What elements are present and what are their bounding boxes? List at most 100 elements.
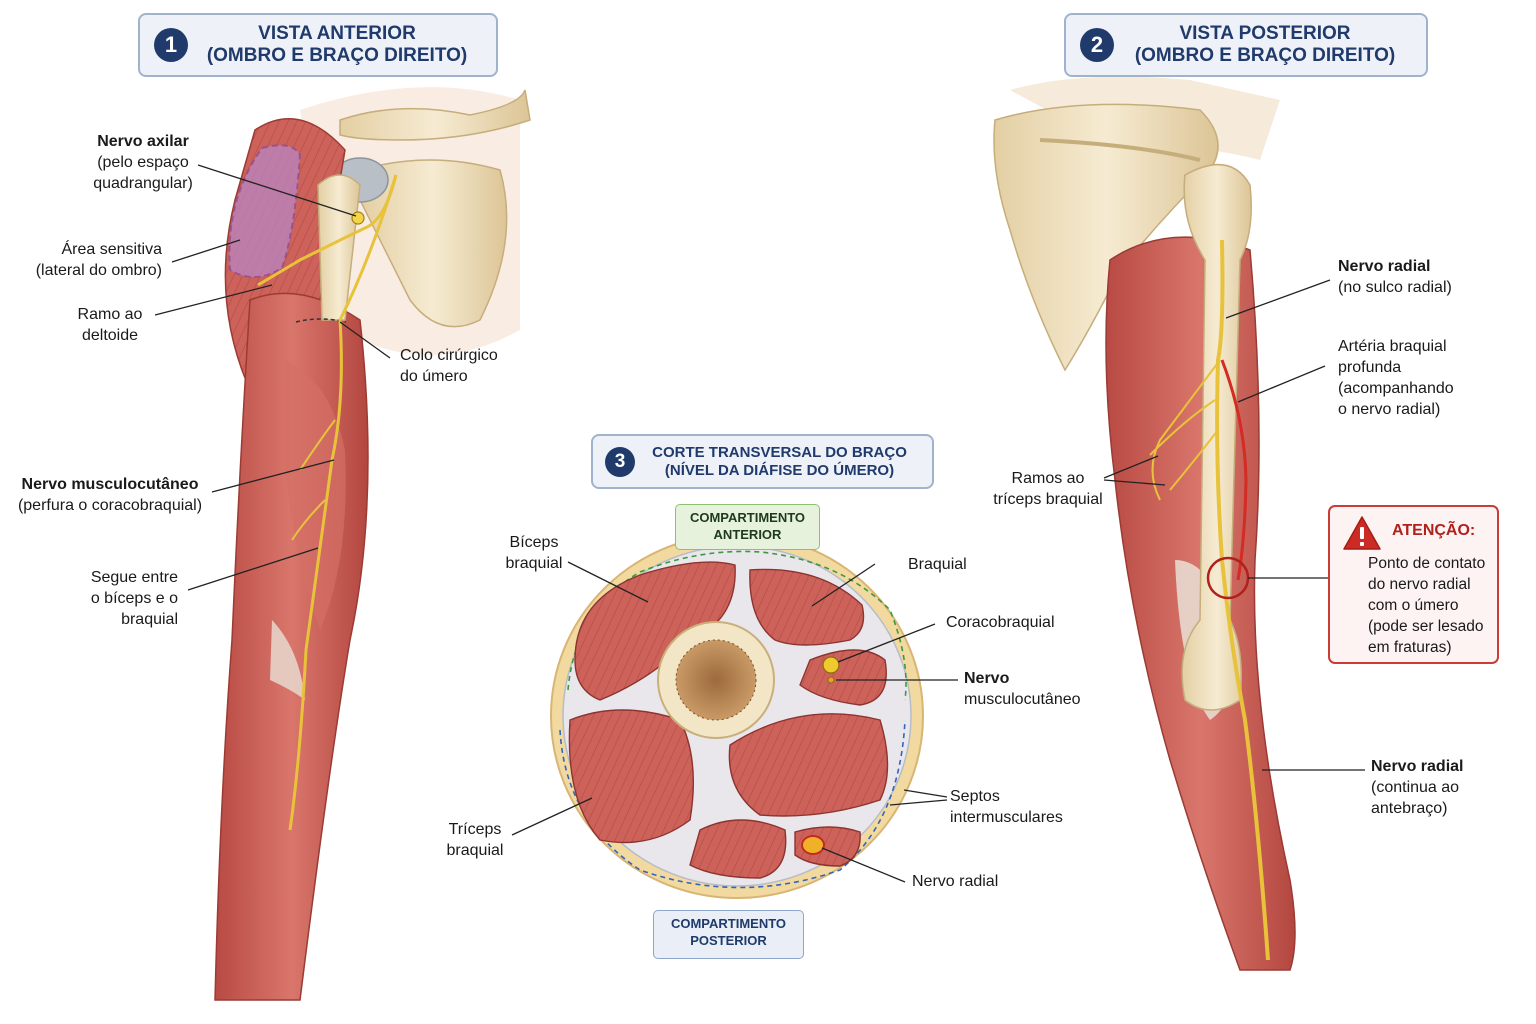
radial-nerve-path xyxy=(1215,239,1270,961)
between-line3: braquial xyxy=(121,611,178,628)
label-triceps: Tríceps braquial xyxy=(440,819,510,861)
anterior-leader-lines xyxy=(154,164,391,591)
attention-line2: do nervo radial xyxy=(1368,576,1471,593)
posterior-title-line1: VISTA POSTERIOR xyxy=(1179,23,1351,45)
section-title-line2: (NÍVEL DA DIÁFISE DO ÚMERO) xyxy=(664,461,895,479)
panel-number-1: 1 xyxy=(154,28,188,62)
sensory-area-line1: Área sensitiva xyxy=(61,241,163,258)
posterior-title-line2: (OMBRO E BRAÇO DIREITO) xyxy=(1134,45,1396,66)
posterior-leader-lines xyxy=(1103,279,1365,771)
sensory-area-line2: (lateral do ombro) xyxy=(35,262,162,279)
anterior-title-line1: VISTA ANTERIOR xyxy=(258,23,416,45)
musculocutaneous-line2: (perfura o coracobraquial) xyxy=(17,497,203,514)
label-biceps: Bíceps braquial xyxy=(498,532,570,574)
attention-line3: com o úmero xyxy=(1368,597,1459,614)
section-radial-nerve-dot xyxy=(801,835,825,855)
label-coracobrachialis: Coracobraquial xyxy=(946,614,1055,631)
biceps-line2: braquial xyxy=(505,555,563,572)
label-deep-brachial-artery: Artéria braquial profunda (acompanhando … xyxy=(1338,336,1488,420)
musculocutaneous-title: Nervo musculocutâneo xyxy=(21,476,199,493)
posterior-arm-drawing xyxy=(993,76,1296,971)
deltoid-branch-line1: Ramo ao xyxy=(77,306,143,323)
axillary-nerve-path xyxy=(257,174,398,287)
posterior-view-title: 2 VISTA POSTERIOR (OMBRO E BRAÇO DIREITO… xyxy=(1064,13,1428,77)
septa-line1: Septos xyxy=(950,788,1000,805)
section-musculocutaneous-dot xyxy=(822,656,840,674)
anterior-compartment-tag: COMPARTIMENTO ANTERIOR xyxy=(675,504,820,550)
anterior-arm-drawing xyxy=(214,87,531,1001)
section-brachialis-shape xyxy=(749,568,865,646)
clavicle-shape xyxy=(339,89,531,141)
anterior-title-line2: (OMBRO E BRAÇO DIREITO) xyxy=(206,45,468,66)
label-section-radial-nerve: Nervo radial xyxy=(912,873,999,890)
section-view-title: 3 CORTE TRANSVERSAL DO BRAÇO (NÍVEL DA D… xyxy=(591,434,934,489)
radial-nerve-forearm-line3: antebraço) xyxy=(1371,800,1448,817)
label-surgical-neck: Colo cirúrgico do úmero xyxy=(400,345,530,387)
label-septa: Septos intermusculares xyxy=(950,786,1080,828)
attention-line1: Ponto de contato xyxy=(1368,555,1486,572)
panel-number-2: 2 xyxy=(1080,28,1114,62)
axillary-nerve-line3: quadrangular) xyxy=(93,175,193,192)
triceps-branches-path xyxy=(1149,359,1221,501)
label-radial-nerve-groove: Nervo radial (no sulco radial) xyxy=(1338,256,1488,298)
anterior-compartment-line1: COMPARTIMENTO xyxy=(689,510,806,525)
musculocutaneous-nerve-path xyxy=(288,174,398,831)
septa-line2: intermusculares xyxy=(950,809,1063,826)
radial-nerve-title: Nervo radial xyxy=(1338,258,1431,275)
triceps-branches-line1: Ramos ao xyxy=(1011,470,1085,487)
radial-nerve-forearm-line2: (continua ao xyxy=(1371,779,1460,796)
artery-line2: profunda xyxy=(1338,359,1402,376)
posterior-compartment-tag: COMPARTIMENTO POSTERIOR xyxy=(653,910,804,959)
axillary-nerve-line2: (pelo espaço xyxy=(97,154,189,171)
label-section-musculocutaneous: Nervo musculocutâneo xyxy=(964,668,1094,710)
artery-line3: (acompanhando xyxy=(1338,380,1454,397)
section-triceps-shape xyxy=(568,709,695,844)
sensory-area-shape xyxy=(228,144,302,278)
label-sensory-area: Área sensitiva (lateral do ombro) xyxy=(15,239,162,281)
scapula-shape xyxy=(359,159,508,328)
posterior-compartment-line1: COMPARTIMENTO xyxy=(670,916,787,931)
section-leader-lines xyxy=(511,561,958,883)
label-brachialis: Braquial xyxy=(908,556,967,573)
label-triceps-branches: Ramos ao tríceps braquial xyxy=(986,468,1110,510)
triceps-line1: Tríceps xyxy=(448,821,502,838)
artery-line1: Artéria braquial xyxy=(1338,338,1447,355)
label-axillary-nerve: Nervo axilar (pelo espaço quadrangular) xyxy=(76,131,210,194)
deep-brachial-artery-path xyxy=(1220,359,1248,581)
deltoid-branch-line2: deltoide xyxy=(81,327,139,344)
surgical-neck-line2: do úmero xyxy=(400,368,468,385)
anterior-view-title: 1 VISTA ANTERIOR (OMBRO E BRAÇO DIREITO) xyxy=(138,13,498,77)
section-coracobrachialis-shape xyxy=(799,649,887,706)
triceps-line2: braquial xyxy=(446,842,504,859)
label-deltoid-branch: Ramo ao deltoide xyxy=(62,304,158,346)
section-marrow-shape xyxy=(676,640,756,720)
surgical-neck-line1: Colo cirúrgico xyxy=(400,347,498,364)
attention-line4: (pode ser lesado xyxy=(1368,618,1484,635)
between-line1: Segue entre xyxy=(90,569,178,586)
section-musculocutaneous-line2: musculocutâneo xyxy=(964,691,1081,708)
triceps-branches-line2: tríceps braquial xyxy=(993,491,1103,508)
label-between-muscles: Segue entre o bíceps e o braquial xyxy=(58,567,178,630)
anterior-compartment-line2: ANTERIOR xyxy=(713,527,782,542)
between-line2: o bíceps e o xyxy=(90,590,178,607)
radial-nerve-line2: (no sulco radial) xyxy=(1338,279,1452,296)
cross-section-drawing xyxy=(550,533,924,899)
radial-nerve-forearm-title: Nervo radial xyxy=(1371,758,1464,775)
attention-title: ATENÇÃO: xyxy=(1392,522,1476,539)
section-musculocutaneous-title: Nervo xyxy=(964,670,1010,687)
section-title-line1: CORTE TRANSVERSAL DO BRAÇO xyxy=(652,444,907,462)
panel-number-3: 3 xyxy=(605,446,635,477)
posterior-compartment-line2: POSTERIOR xyxy=(690,933,767,948)
label-radial-nerve-forearm: Nervo radial (continua ao antebraço) xyxy=(1371,756,1491,819)
artery-line4: o nervo radial) xyxy=(1338,401,1441,418)
attention-box: ATENÇÃO: Ponto de contato do nervo radia… xyxy=(1328,505,1499,664)
humerus-shape xyxy=(317,174,361,321)
label-musculocutaneous-nerve: Nervo musculocutâneo (perfura o coracobr… xyxy=(8,474,212,516)
attention-body: Ponto de contato do nervo radial com o ú… xyxy=(1368,553,1485,658)
axillary-nerve-title: Nervo axilar xyxy=(97,133,189,150)
attention-line5: em fraturas) xyxy=(1368,639,1452,656)
section-biceps-shape xyxy=(574,561,736,701)
warning-triangle-icon xyxy=(1343,516,1381,550)
biceps-line1: Bíceps xyxy=(509,534,559,551)
